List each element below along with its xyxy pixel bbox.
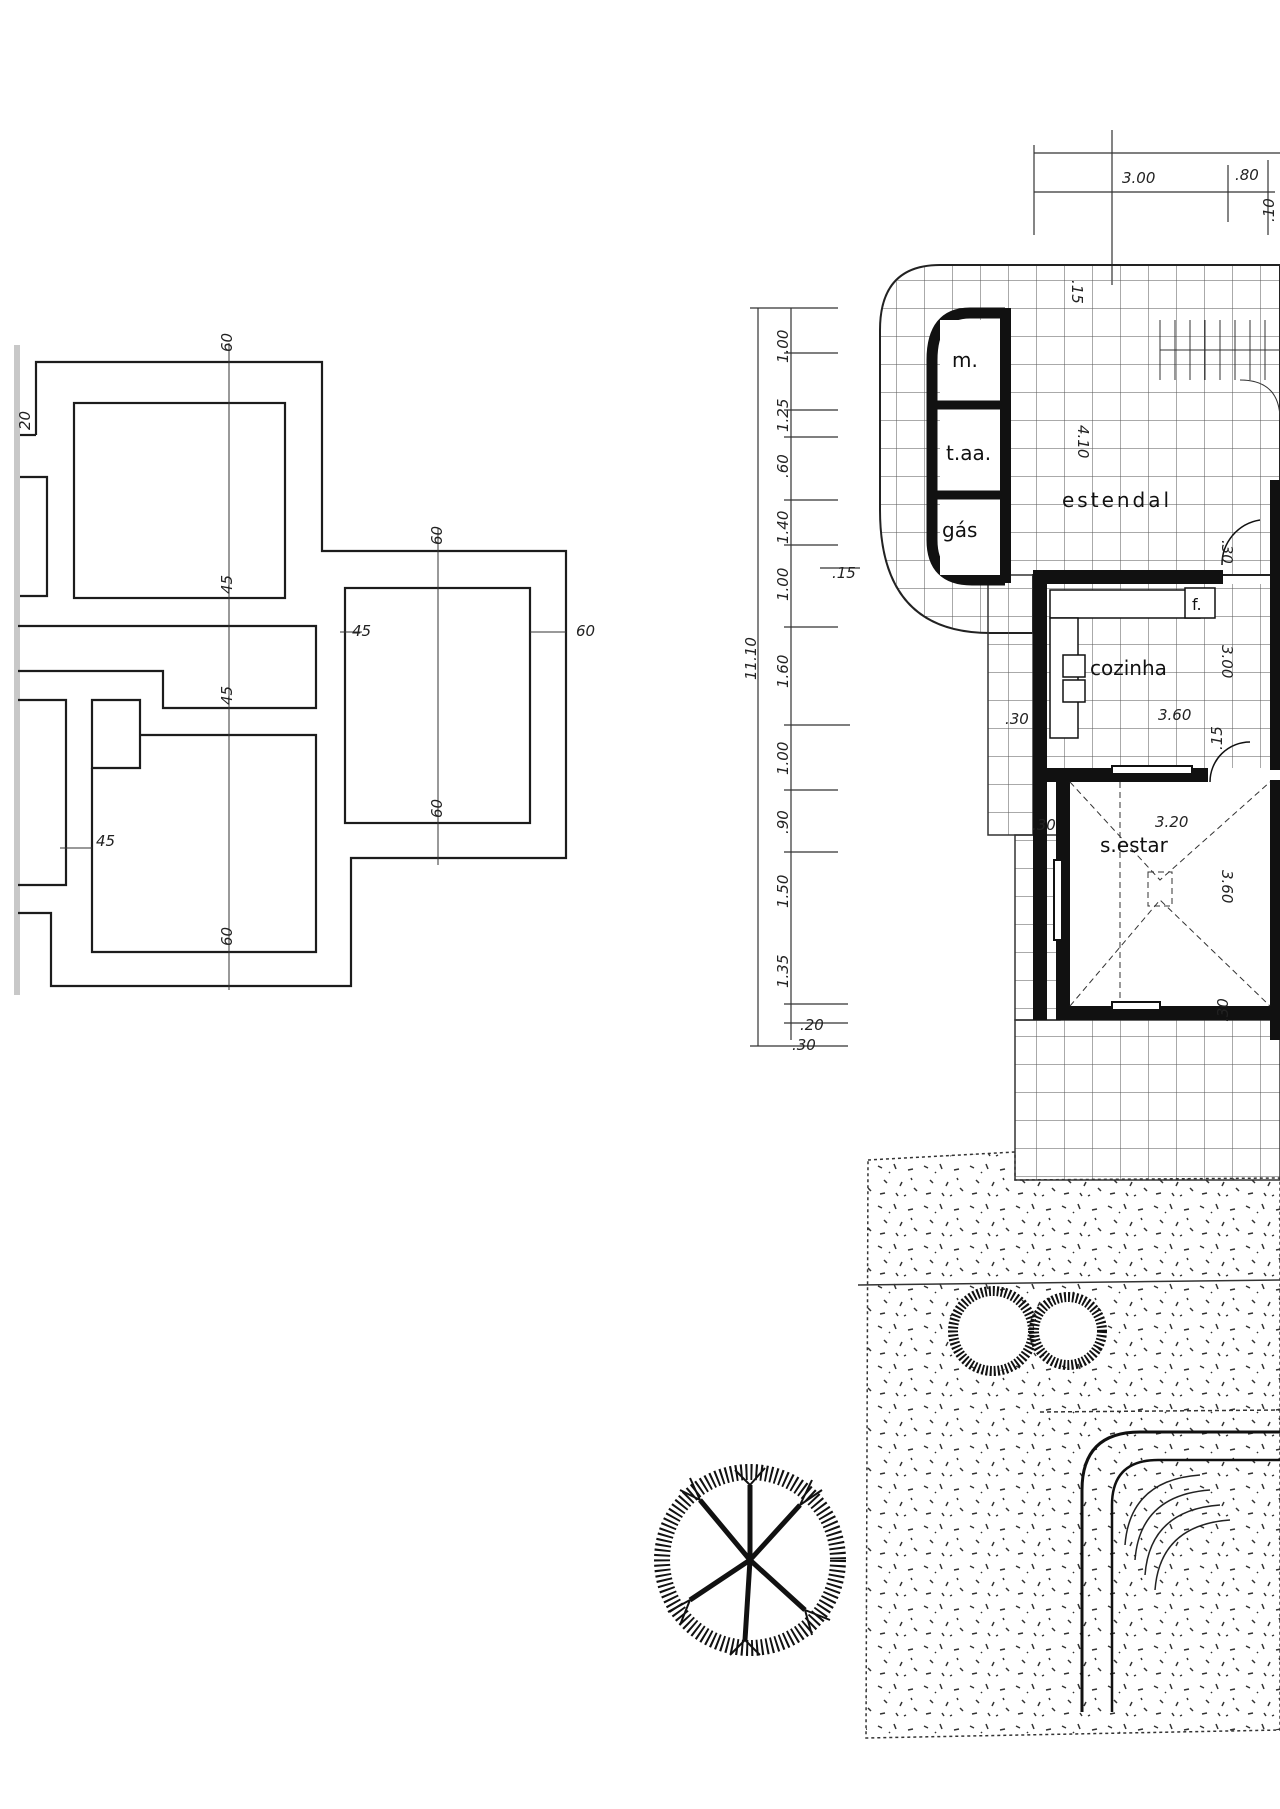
foundation-dim-top: 60 — [218, 333, 236, 352]
foundation-dimension-labels: 60 45 45 60 45 60 60 60 45 20 — [16, 333, 595, 946]
room-label-gas: gás — [942, 518, 977, 542]
top-dim-3-00: 3.00 — [1122, 169, 1155, 187]
service-rooms-fill — [940, 320, 1005, 575]
room-label-f: f. — [1192, 595, 1202, 614]
vdim-1: 1.00 — [774, 330, 792, 363]
foundation-dim-right-edge: 60 — [576, 622, 595, 640]
room-label-m: m. — [952, 348, 978, 372]
top-dim-0-80: .80 — [1235, 166, 1259, 184]
scan-edge-strip — [14, 345, 20, 995]
vdim-8: .90 — [774, 810, 792, 834]
top-dim-0-10: .10 — [1260, 198, 1278, 222]
terrace-door-arc — [1221, 519, 1261, 566]
tree-symbol — [654, 1464, 846, 1656]
interior-dimension-labels: 4.10 .15 .15 .30 3.00 3.60 .30 .15 .30 3… — [832, 280, 1236, 1022]
foundation-dim-right-inner: 45 — [352, 622, 371, 640]
pool-outline — [1080, 1430, 1280, 1712]
vdim-9: 1.50 — [774, 875, 792, 908]
foundation-dim-left-lower: 45 — [96, 832, 115, 850]
shrub-pair — [948, 1286, 1107, 1376]
pool-steps-arcs — [1124, 1474, 1231, 1591]
idim-0-30-living: .30 — [1032, 816, 1056, 834]
room-labels: m. t.aa. gás estendal cozinha s.estar f. — [942, 348, 1202, 857]
lower-tiled-terrace — [1014, 1019, 1280, 1181]
gravel-garden — [865, 1151, 1280, 1739]
room-label-estendal: estendal — [1062, 488, 1172, 512]
idim-0-30-left: .30 — [1005, 710, 1029, 728]
living-room-ceiling-lines — [1069, 781, 1271, 1007]
top-dimension-lines — [1033, 130, 1280, 285]
idim-0-15-door: .15 — [1208, 726, 1226, 750]
vdim-2: 1.25 — [774, 399, 792, 432]
idim-0-30-top: .30 — [1218, 540, 1236, 564]
vdim-4: 1.40 — [774, 511, 792, 544]
foundation-dim-bottom: 60 — [218, 927, 236, 946]
idim-3-60-living: 3.60 — [1218, 870, 1236, 903]
vdim-3: .60 — [774, 454, 792, 478]
service-rooms-wall — [926, 307, 1005, 586]
vertical-dimension-chain: 1.00 1.25 .60 1.40 1.00 1.60 1.00 .90 1.… — [742, 307, 860, 1054]
window-openings — [1053, 765, 1193, 1011]
idim-0-15-side: .15 — [832, 564, 856, 582]
foundation-plan: 60 45 45 60 45 60 60 60 45 20 — [14, 333, 595, 995]
idim-3-20: 3.20 — [1155, 813, 1188, 831]
vertical-dimension-labels: 1.00 1.25 .60 1.40 1.00 1.60 1.00 .90 1.… — [742, 330, 824, 1054]
service-rooms-partitions — [935, 400, 1005, 500]
foundation-dimension-lines — [60, 343, 566, 990]
kitchen-door-arc — [1209, 741, 1251, 783]
idim-3-60-kitchen: 3.60 — [1158, 706, 1191, 724]
foundation-dim-right-top: 60 — [428, 526, 446, 545]
room-label-cozinha: cozinha — [1090, 656, 1167, 680]
room-label-taa: t.aa. — [946, 441, 991, 465]
room-label-sestar: s.estar — [1100, 833, 1169, 857]
vdim-12: .30 — [792, 1036, 816, 1054]
pool-inner-outline — [1110, 1458, 1280, 1712]
vdim-10: 1.35 — [774, 955, 792, 988]
idim-0-30-bottom: .30 — [1214, 998, 1232, 1022]
idim-4-10: 4.10 — [1074, 425, 1092, 458]
living-room-floor — [1070, 782, 1270, 1006]
house-plan: 3.00 .80 .10 — [654, 130, 1280, 1739]
vdim-total: 11.10 — [742, 637, 760, 680]
service-rooms-back-wall — [1000, 308, 1011, 583]
foundation-dim-upper-inner: 45 — [218, 575, 236, 594]
foundation-dim-mid-inner: 45 — [218, 686, 236, 705]
vdim-7: 1.00 — [774, 742, 792, 775]
kitchen-counter — [1049, 587, 1216, 739]
vdim-11: .20 — [800, 1016, 824, 1034]
idim-3-00: 3.00 — [1218, 645, 1236, 678]
garden-path-line-lower — [1039, 1409, 1280, 1413]
vdim-5: 1.00 — [774, 568, 792, 601]
idim-0-15-top: .15 — [1068, 280, 1086, 304]
side-tiled-terrace — [987, 574, 1034, 836]
vdim-6: 1.60 — [774, 655, 792, 688]
foundation-outline — [18, 360, 568, 988]
foundation-dim-edge: 20 — [16, 411, 34, 430]
garden-path-line — [857, 1279, 1280, 1286]
foundation-dim-right-lower: 60 — [428, 799, 446, 818]
